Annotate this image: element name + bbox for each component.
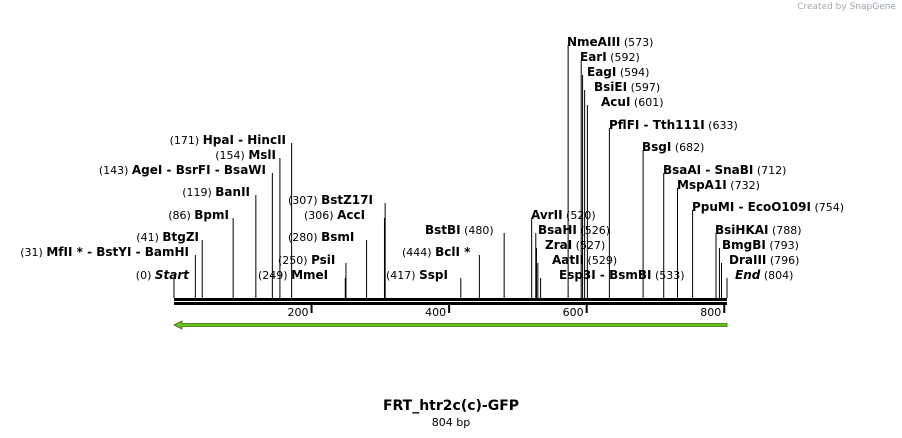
snapgene-credit: Created by SnapGene xyxy=(797,2,896,12)
tick-label-800: 800 xyxy=(700,306,721,319)
site-label-psii: (250) PsiI xyxy=(278,253,335,267)
site-label-btgzi: (41) BtgZI xyxy=(136,230,199,244)
site-label-bsiei: BsiEI (597) xyxy=(594,80,660,94)
sequence-name: FRT_htr2c(c)-GFP xyxy=(382,398,520,414)
site-label-mspa1i: MspA1I (732) xyxy=(677,178,760,192)
site-label-bpmi: (86) BpmI xyxy=(168,208,229,222)
site-label-bsaai-snabi: BsaAI - SnaBI (712) xyxy=(663,163,786,177)
site-label-bsgi: BsgI (682) xyxy=(642,140,704,154)
site-label-sspi: (417) SspI xyxy=(386,268,448,282)
site-label-msli: (154) MslI xyxy=(215,148,276,162)
site-label-zrai: ZraI (527) xyxy=(545,238,605,252)
site-label-bmgbi: BmgBI (793) xyxy=(722,238,799,252)
site-label-nmeaiii: NmeAIII (573) xyxy=(567,35,653,49)
tick-label-200: 200 xyxy=(288,306,309,319)
tick-label-600: 600 xyxy=(563,306,584,319)
feature-arrow xyxy=(173,320,728,330)
backbone-top-strand xyxy=(174,298,727,301)
site-label-acci: (306) AccI xyxy=(304,208,365,222)
site-label-avrii: AvrII (520) xyxy=(531,208,596,222)
site-label-start: (0) Start xyxy=(136,268,190,282)
sequence-length: 804 bp xyxy=(431,416,471,429)
backbone-bottom-strand xyxy=(174,302,727,305)
site-label-acui: AcuI (601) xyxy=(601,95,664,109)
site-label-bsihkai: BsiHKAI (788) xyxy=(715,223,802,237)
tick-label-400: 400 xyxy=(425,306,446,319)
site-label-esp3i-bsmbi: Esp3I - BsmBI (533) xyxy=(559,268,685,282)
site-label-draiii: DraIII (796) xyxy=(729,253,799,267)
site-label-pflfi-tth111i: PflFI - Tth111I (633) xyxy=(609,118,738,132)
site-label-bcli: (444) BclI * xyxy=(402,245,471,259)
site-label-mfii-bstyi-bamhi: (31) MfII * - BstYI - BamHI xyxy=(20,245,189,259)
site-label-agei-bsrfi-bsawi: (143) AgeI - BsrFI - BsaWI xyxy=(99,163,266,177)
site-label-bsahi: BsaHI (526) xyxy=(538,223,610,237)
site-label-mmei: (249) MmeI xyxy=(258,268,328,282)
site-label-bstz17i: (307) BstZ17I xyxy=(288,193,373,207)
site-label-bstbi: BstBI (480) xyxy=(425,223,494,237)
site-label-end: End (804) xyxy=(735,268,793,282)
site-label-ppumi-ecoo109i: PpuMI - EcoO109I (754) xyxy=(692,200,844,214)
site-label-bsmi: (280) BsmI xyxy=(288,230,354,244)
site-label-banii: (119) BanII xyxy=(182,185,250,199)
site-label-hpai-hincii: (171) HpaI - HincII xyxy=(170,133,286,147)
site-label-eari: EarI (592) xyxy=(580,50,640,64)
credit-brand: SnapGene xyxy=(849,2,896,12)
site-label-eagi: EagI (594) xyxy=(587,65,649,79)
credit-prefix: Created by xyxy=(797,2,847,12)
